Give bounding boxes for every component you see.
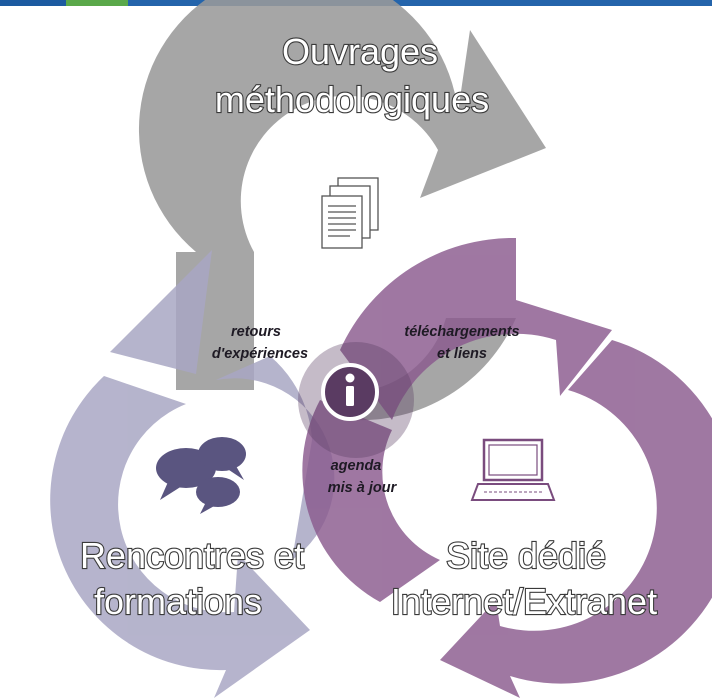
- link-top-right-line2: et liens: [437, 346, 487, 362]
- right-cycle-label-line2: Internet/Extranet: [391, 581, 657, 622]
- left-cycle-label-line2: formations: [94, 581, 262, 622]
- laptop-icon: [470, 438, 556, 501]
- link-top-left-line2: d'expériences: [212, 346, 308, 362]
- top-cycle-label-line2: méthodologiques: [215, 79, 489, 120]
- documents-icon: [321, 177, 379, 249]
- header-strip-green: [66, 0, 128, 6]
- left-cycle-arrow: [50, 250, 335, 698]
- link-top-right-line1: téléchargements: [404, 324, 519, 340]
- left-cycle-label-line1: Rencontres et: [80, 535, 304, 576]
- header-strip-gradient: [128, 0, 712, 6]
- link-top-left-line1: retours: [231, 324, 281, 340]
- right-cycle-label-line1: Site dédié: [446, 535, 606, 576]
- top-cycle-label-line1: Ouvrages: [282, 31, 438, 72]
- link-left-right-line1: agenda: [331, 458, 382, 474]
- info-icon: [321, 363, 379, 421]
- right-cycle-arrow: [302, 237, 712, 698]
- link-left-right-line2: mis à jour: [328, 480, 398, 496]
- speech-bubbles-icon: [156, 437, 246, 514]
